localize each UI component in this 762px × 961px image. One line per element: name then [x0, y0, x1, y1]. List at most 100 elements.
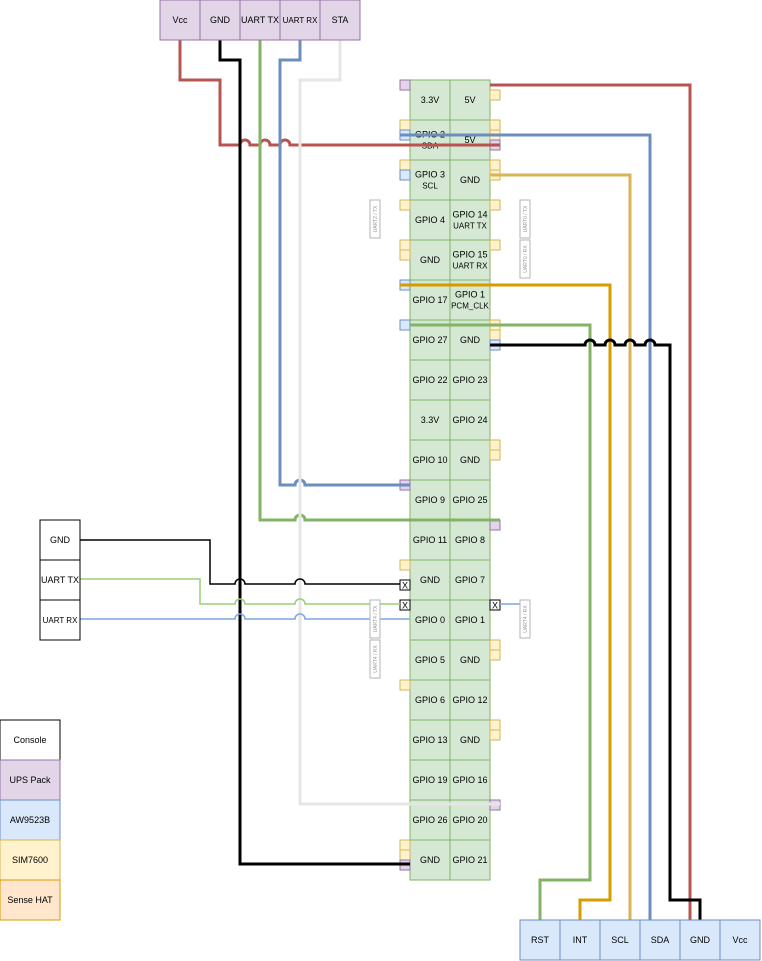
ups-gnd-label: GND: [210, 15, 231, 25]
label-uart4-rx-left-rect: [369, 639, 381, 679]
pin-marker-4: [489, 119, 501, 131]
pin-right-16: GPIO 23: [449, 359, 491, 401]
aw9523b-int-label: INT: [573, 935, 588, 945]
pin-left-11-label: GPIO 17: [412, 295, 447, 305]
legend-sim7600-label: SIM7600: [12, 855, 48, 865]
pin-left-9: GND: [409, 239, 451, 281]
pin-right-18-rect: [449, 399, 491, 441]
aw9523b-int-rect: [559, 919, 601, 961]
pin-marker-0: [399, 79, 411, 91]
pin-left-5-label: SCL: [422, 182, 438, 191]
label-uart4-tx-rect: [369, 599, 381, 639]
wire-ups-sta: [298, 40, 500, 806]
pin-marker-32: [399, 839, 411, 851]
pin-right-34: GND: [449, 719, 491, 761]
aw9523b-rst: RST: [519, 919, 561, 961]
label-uart0-rx: UART0 / RX: [519, 239, 531, 279]
pin-right-30: GND: [449, 639, 491, 681]
ups-uart-rx-rect: [279, 0, 321, 41]
legend-ups-pack: UPS Pack: [0, 759, 61, 801]
pin-left-21-rect: [409, 479, 451, 521]
pin-left-27: GPIO 0: [409, 599, 451, 641]
pin-right-8-rect: [449, 199, 491, 241]
pin-marker-22: [489, 449, 501, 461]
pin-left-19-label: GPIO 10: [412, 455, 447, 465]
pin-left-5-rect: [409, 159, 451, 201]
aw9523b-scl: SCL: [599, 919, 641, 961]
pin-right-22: GPIO 25: [449, 479, 491, 521]
legend-sense-hat-label: Sense HAT: [7, 895, 53, 905]
pin-left-35-label: GPIO 19: [412, 775, 447, 785]
ups-vcc-rect: [159, 0, 201, 41]
ups-gnd-rect: [199, 0, 241, 41]
pin-right-40: GPIO 21: [449, 839, 491, 881]
console-uart-tx-rect: [39, 559, 81, 601]
label-uart4-rx-left-label: UART4 / RX: [373, 645, 379, 673]
label-uart4-rx-left: UART4 / RX: [369, 639, 381, 679]
pin-right-16-label: GPIO 23: [452, 375, 487, 385]
aw9523b-gnd-label: GND: [690, 935, 711, 945]
console-uart-rx-rect: [39, 599, 81, 641]
aw9523b-int: INT: [559, 919, 601, 961]
x-marker-1: X: [402, 601, 408, 611]
pin-right-32-rect: [449, 679, 491, 721]
console-gnd-rect: [39, 519, 81, 561]
ups-sta: STA: [319, 0, 361, 41]
wire-console-tx: [80, 578, 400, 605]
pin-left-33: GPIO 13: [409, 719, 451, 761]
console-uart-tx: UART TX: [39, 559, 81, 601]
console-uart-rx: UART RX: [39, 599, 81, 641]
aw9523b-vcc-label: Vcc: [732, 935, 748, 945]
pin-marker-17: [399, 319, 411, 331]
aw9523b-sda-rect: [639, 919, 681, 961]
pin-right-4-label: 5V: [464, 135, 475, 145]
pin-marker-26: [489, 639, 501, 651]
pin-right-20-label: GND: [460, 455, 481, 465]
pin-left-3-rect: [409, 119, 451, 161]
aw9523b-rst-label: RST: [531, 935, 550, 945]
pin-right-14-label: GND: [460, 335, 481, 345]
pin-left-23: GPIO 11: [409, 519, 451, 561]
legend-console-rect: [0, 719, 61, 761]
pin-left-1: 3.3V: [409, 79, 451, 121]
ups-vcc-label: Vcc: [172, 15, 188, 25]
pin-marker-19: [489, 329, 501, 341]
legend-sense-hat: Sense HAT: [0, 879, 61, 921]
ups-sta-label: STA: [332, 15, 349, 25]
pin-right-32-label: GPIO 12: [452, 695, 487, 705]
pin-right-30-label: GND: [460, 655, 481, 665]
pin-left-13-label: GPIO 27: [412, 335, 447, 345]
label-uart0-rx-rect: [519, 239, 531, 279]
label-uart2-tx-label: UART2 / TX: [373, 205, 379, 232]
pin-left-25-label: GND: [420, 575, 441, 585]
pin-right-18: GPIO 24: [449, 399, 491, 441]
pin-right-24-label: GPIO 8: [455, 535, 485, 545]
pin-right-20: GND: [449, 439, 491, 481]
pin-left-21: GPIO 9: [409, 479, 451, 521]
pin-marker-12: [489, 199, 501, 211]
pin-left-15-label: GPIO 22: [412, 375, 447, 385]
pin-right-6: GND: [449, 159, 491, 201]
wire-ups-uart-rx: [278, 40, 410, 487]
pin-marker-9: [489, 159, 501, 171]
label-uart4-rx-right-rect: [519, 599, 531, 639]
aw9523b-vcc: Vcc: [719, 919, 761, 961]
pin-left-21-label: GPIO 9: [415, 495, 445, 505]
pin-right-38: GPIO 20: [449, 799, 491, 841]
pin-right-10-rect: [449, 239, 491, 281]
pin-left-7: GPIO 4: [409, 199, 451, 241]
label-uart4-tx-label: UART4 / TX: [373, 605, 379, 632]
pin-right-36: GPIO 16: [449, 759, 491, 801]
pin-left-35-rect: [409, 759, 451, 801]
pin-right-16-rect: [449, 359, 491, 401]
pin-left-29: GPIO 5: [409, 639, 451, 681]
pin-left-9-label: GND: [420, 255, 441, 265]
pin-marker-2: [399, 119, 411, 131]
pin-left-33-rect: [409, 719, 451, 761]
label-uart2-tx: UART2 / TX: [369, 199, 381, 239]
pin-left-17-label: 3.3V: [421, 415, 440, 425]
pin-marker-29: [489, 719, 501, 731]
pin-right-40-rect: [449, 839, 491, 881]
